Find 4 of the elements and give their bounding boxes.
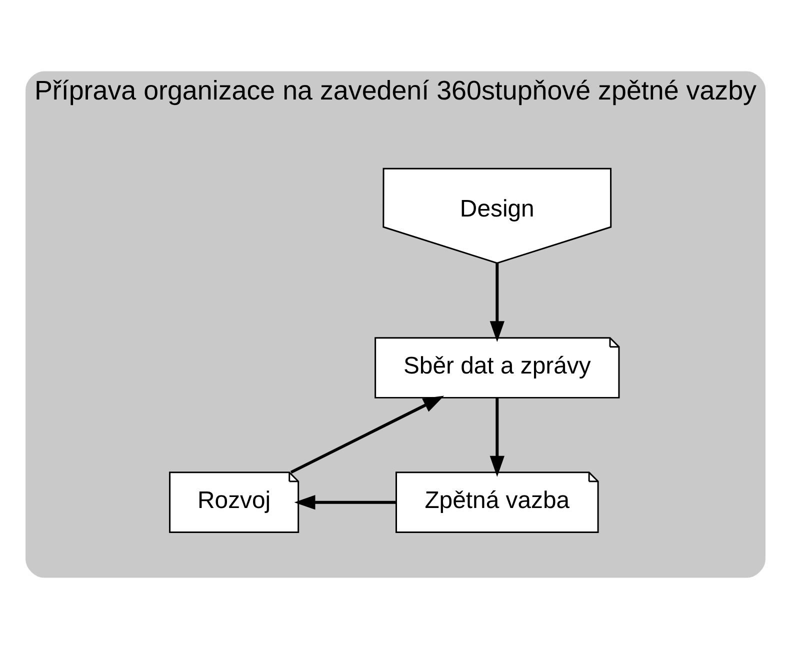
arrow xyxy=(290,396,444,474)
arrow xyxy=(294,494,396,510)
arrow xyxy=(490,398,504,477)
arrow xyxy=(490,263,504,342)
